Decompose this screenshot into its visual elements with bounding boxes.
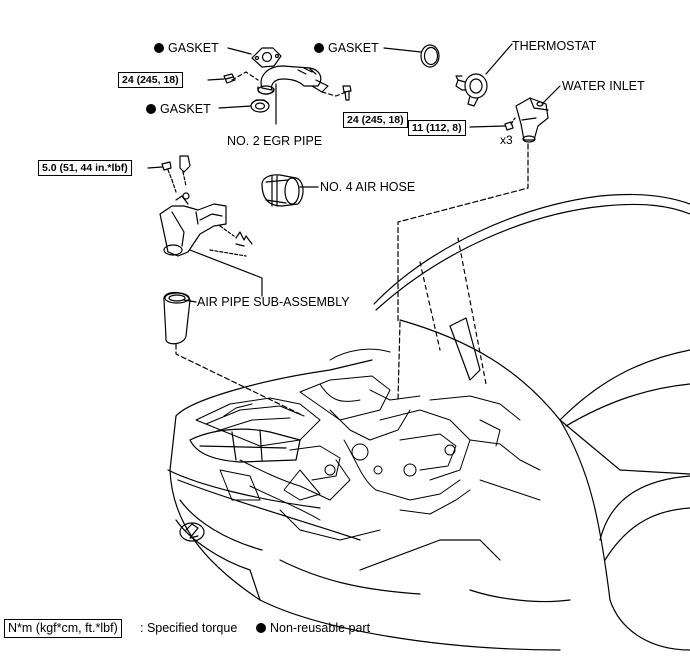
- egr-torque-left-leader: [207, 78, 225, 81]
- egr-down-dash: [397, 321, 401, 401]
- water-inlet-bolt: [504, 121, 514, 131]
- non-reusable-dot-icon: [314, 43, 324, 53]
- egr-dash-right: [321, 91, 347, 97]
- gasket-label-text: GASKET: [328, 41, 379, 55]
- gasket-lower-part: [250, 99, 270, 113]
- gasket-top-leader: [227, 47, 252, 55]
- egr-pipe-part: [257, 65, 329, 95]
- egr-dash-left: [231, 71, 259, 81]
- air-hose-part: [261, 174, 304, 207]
- air-pipe-bolt-1: [161, 161, 173, 181]
- torque-spec-egr-left: 24 (245, 18): [118, 72, 183, 88]
- air-pipe-part: [159, 192, 253, 257]
- torque-spec-water-inlet: 11 (112, 8): [408, 120, 466, 136]
- legend-non-reusable: Non-reusable part: [256, 621, 370, 635]
- legend-non-reusable-text: Non-reusable part: [270, 621, 371, 635]
- egr-bolt-right: [342, 85, 352, 101]
- water-inlet-dash: [397, 143, 529, 323]
- gasket-label-ring: GASKET: [314, 41, 379, 55]
- thermostat-leader: [485, 43, 513, 75]
- air-pipe-tube-part: [163, 291, 191, 345]
- water-inlet-label: WATER INLET: [562, 79, 645, 93]
- torque-spec-air-pipe: 5.0 (51, 44 in.*lbf): [38, 160, 132, 176]
- gasket-label-text: GASKET: [168, 41, 219, 55]
- vehicle-outline: [167, 193, 690, 651]
- water-inlet-torque-leader: [469, 125, 506, 128]
- engine-bay: [195, 348, 541, 541]
- gasket-ring-leader: [383, 47, 422, 53]
- air-pipe-torque-leader: [147, 166, 163, 169]
- torque-spec-egr-right: 24 (245, 18): [343, 112, 408, 128]
- gasket-lower-leader: [218, 105, 252, 109]
- water-inlet-part: [515, 97, 549, 143]
- air-pipe-bolt-dash: [171, 179, 177, 193]
- gasket-label-text: GASKET: [160, 102, 211, 116]
- air-pipe-tube-leader: [183, 299, 197, 303]
- gasket-ring-part: [420, 44, 440, 68]
- egr-nut-left: [223, 73, 236, 84]
- non-reusable-dot-icon: [256, 623, 266, 633]
- legend-torque-unit: N*m (kgf*cm, ft.*lbf): [4, 619, 122, 638]
- gasket-label-lower: GASKET: [146, 102, 211, 116]
- air-pipe-dash: [175, 343, 301, 415]
- bolt-quantity-label: x3: [500, 133, 513, 147]
- air-hose-label: NO. 4 AIR HOSE: [320, 180, 416, 194]
- air-pipe-clip-dash-2: [209, 249, 247, 257]
- gasket-label-top: GASKET: [154, 41, 219, 55]
- air-pipe-clip-dash: [219, 225, 235, 237]
- thermostat-part: [455, 73, 488, 107]
- air-pipe-label: AIR PIPE SUB-ASSEMBLY: [197, 295, 350, 309]
- legend-torque-desc: : Specified torque: [140, 621, 238, 635]
- air-pipe-leader: [189, 249, 263, 297]
- air-pipe-bolt-2: [179, 155, 191, 187]
- non-reusable-dot-icon: [146, 104, 156, 114]
- gasket-top-part: [251, 47, 282, 68]
- thermostat-label: THERMOSTAT: [512, 39, 597, 53]
- non-reusable-dot-icon: [154, 43, 164, 53]
- water-inlet-leader: [541, 85, 561, 105]
- egr-pipe-label: NO. 2 EGR PIPE: [227, 134, 323, 148]
